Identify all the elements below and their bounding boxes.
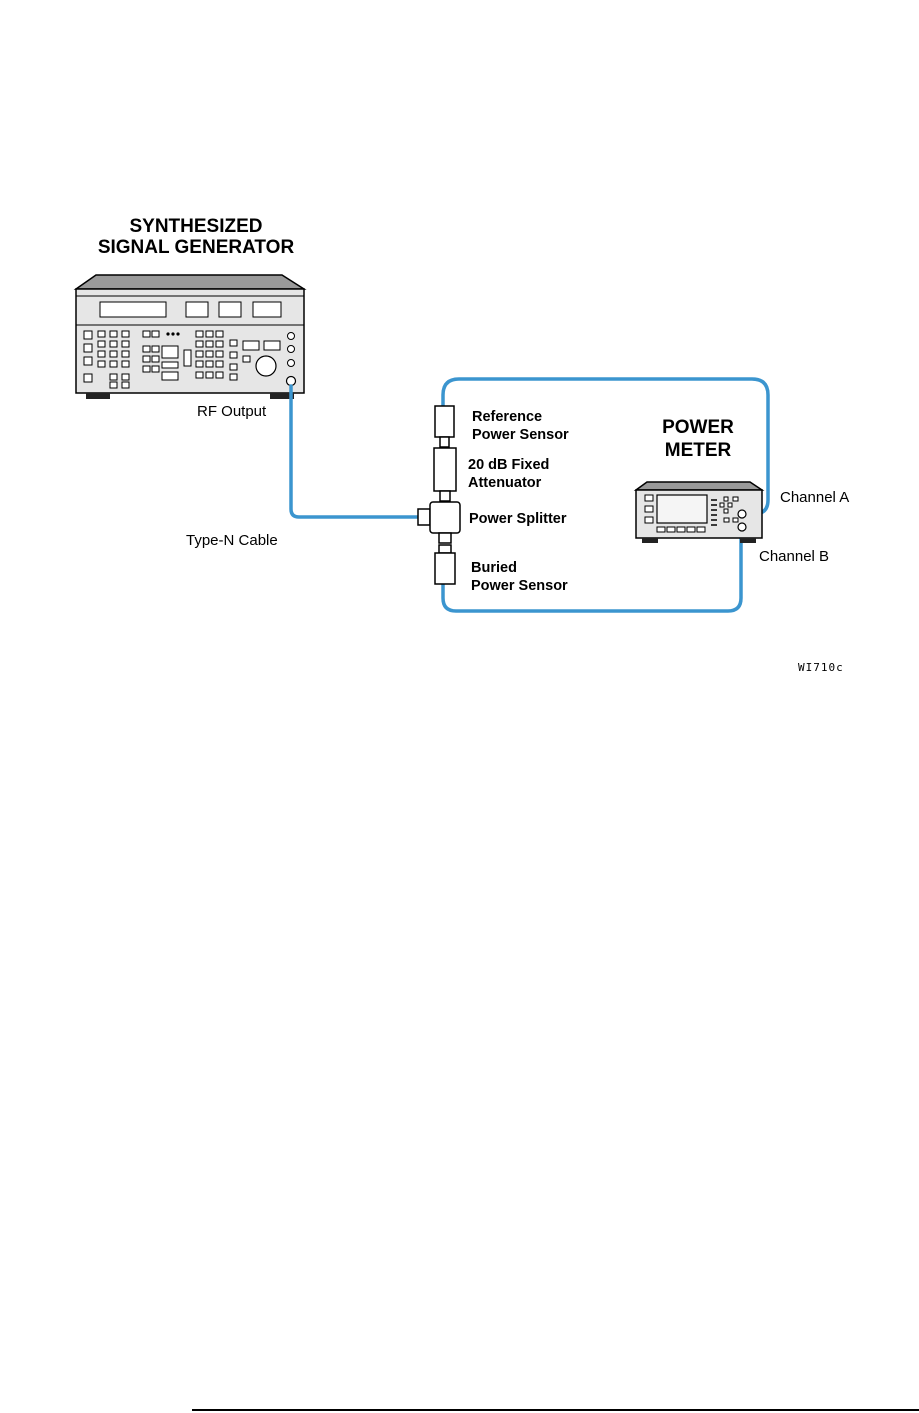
power-meter-label-line1: POWER	[662, 417, 734, 438]
power-sensor-icon	[435, 545, 455, 584]
reference-sensor-label-line1: Reference	[472, 409, 542, 425]
type-n-cable-label: Type-N Cable	[186, 532, 278, 549]
power-meter-icon	[636, 482, 762, 543]
channel-b-label: Channel B	[759, 548, 829, 565]
power-meter-label-line2: METER	[665, 440, 732, 461]
channel-a-label: Channel A	[780, 489, 849, 506]
attenuator-label-line1: 20 dB Fixed	[468, 457, 549, 473]
attenuator-label-line2: Attenuator	[468, 475, 542, 491]
attenuator-icon	[434, 448, 456, 501]
type-n-cable	[291, 386, 420, 517]
power-sensor-icon	[435, 406, 454, 447]
rf-output-label: RF Output	[197, 403, 267, 420]
signal-generator-label-line1: SYNTHESIZED	[129, 216, 262, 237]
signal-generator-icon	[76, 275, 304, 399]
power-splitter-label: Power Splitter	[469, 511, 567, 527]
power-splitter-icon	[418, 502, 460, 543]
signal-generator-label-line2: SIGNAL GENERATOR	[98, 237, 295, 258]
reference-sensor-label-line2: Power Sensor	[472, 427, 569, 443]
figure-id-label: WI710c	[798, 661, 844, 674]
buried-sensor-label-line1: Buried	[471, 560, 517, 576]
buried-sensor-label-line2: Power Sensor	[471, 578, 568, 594]
